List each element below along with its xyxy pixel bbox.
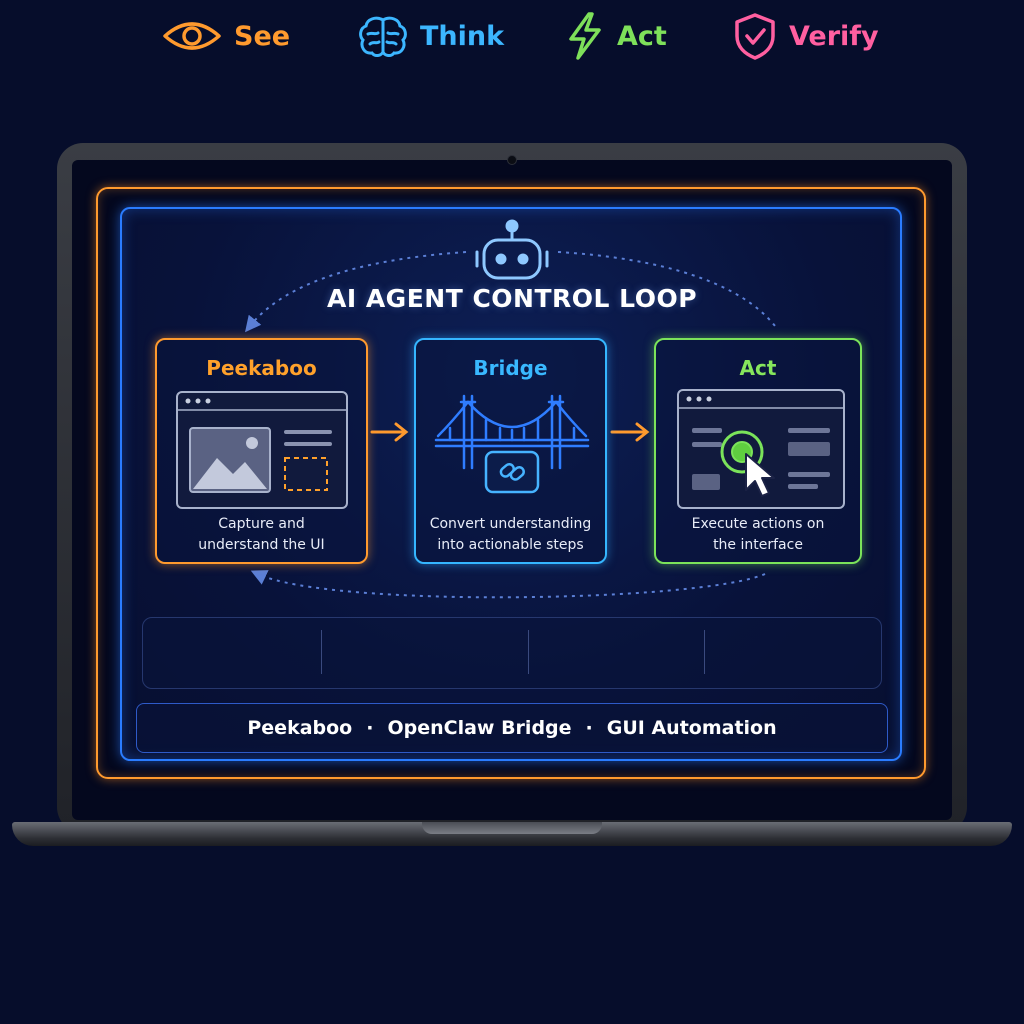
lightning-icon	[569, 12, 601, 60]
steps-bar	[142, 617, 882, 689]
bridge-icon	[434, 394, 590, 494]
step-see: See	[162, 0, 290, 72]
loop-arrow-bottom	[250, 570, 766, 599]
footer-item-openclaw-bridge: OpenClaw Bridge	[387, 717, 572, 739]
footer-item-gui-automation: GUI Automation	[606, 717, 777, 739]
step-verify: Verify	[733, 0, 879, 72]
shield-check-icon	[735, 13, 775, 60]
card-bridge-title: Bridge	[473, 356, 548, 380]
card-peekaboo-desc: Capture and understand the UI	[198, 516, 325, 553]
loop-arrow-top-left	[244, 251, 467, 333]
outer-glow-frame	[96, 187, 926, 779]
step-divider	[321, 630, 322, 674]
robot-icon	[475, 219, 549, 280]
webcam	[507, 155, 517, 165]
card-peekaboo-title: Peekaboo	[206, 356, 317, 380]
card-act-desc: Execute actions on the interface	[691, 516, 825, 553]
step-act-label: Act	[617, 20, 667, 52]
brain-icon	[359, 16, 407, 57]
footer-bar: Peekaboo · OpenClaw Bridge · GUI Automat…	[136, 703, 888, 753]
card-bridge: Bridge Convert underst	[414, 338, 607, 564]
footer-separator: ·	[366, 717, 374, 739]
step-divider	[528, 630, 529, 674]
step-divider	[704, 630, 705, 674]
step-verify-label: Verify	[789, 20, 879, 52]
arrow-bridge-to-act	[610, 422, 650, 442]
card-act-title: Act	[739, 356, 777, 380]
step-see-label: See	[234, 20, 291, 52]
eye-icon	[163, 22, 221, 50]
card-peekaboo: Peekaboo Capture and understand the UI	[155, 338, 368, 564]
card-act: Act Execute actions on the interface	[654, 338, 862, 564]
footer-item-peekaboo: Peekaboo	[247, 717, 353, 739]
diagram-title: AI AGENT CONTROL LOOP	[326, 284, 698, 313]
screen-capture-icon	[176, 391, 348, 509]
step-think-label: Think	[420, 20, 505, 52]
footer-separator: ·	[585, 717, 593, 739]
click-action-icon	[677, 389, 845, 509]
arrow-peekaboo-to-bridge	[370, 422, 409, 442]
step-act: Act	[565, 0, 667, 72]
card-bridge-desc: Convert understanding into actionable st…	[429, 516, 592, 553]
step-think: Think	[358, 0, 504, 72]
laptop-notch	[422, 822, 602, 834]
